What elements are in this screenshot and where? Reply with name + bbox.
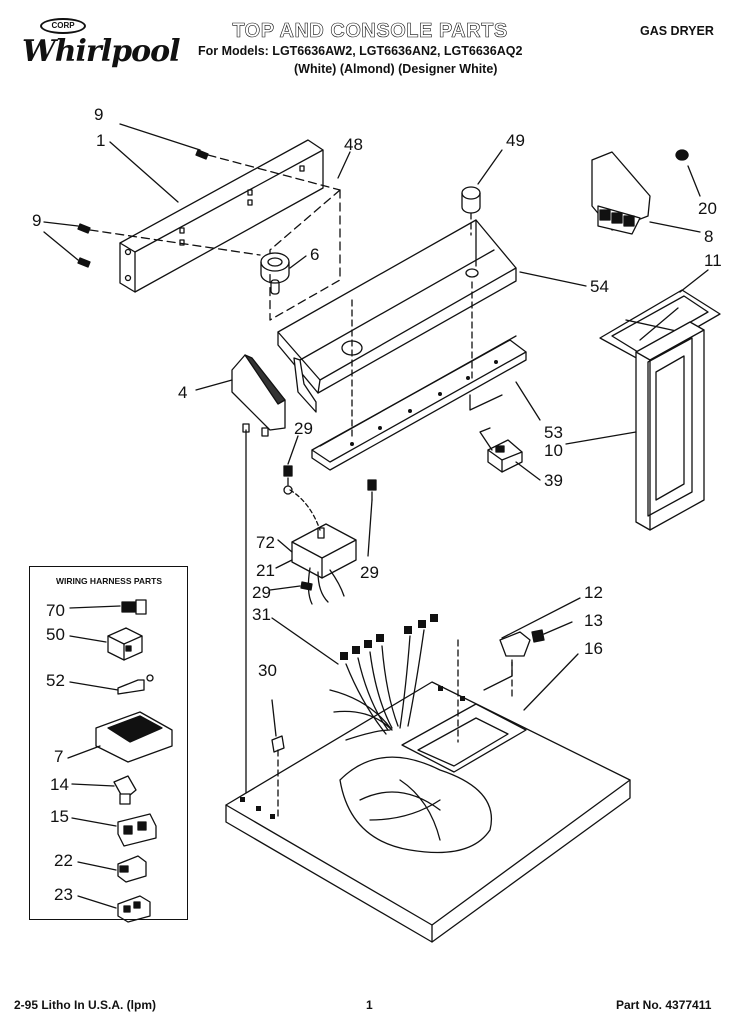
callout-29-left: 29: [252, 583, 271, 602]
callout-53: 53: [544, 423, 563, 442]
callout-15: 15: [50, 807, 69, 826]
callout-10: 10: [544, 441, 563, 460]
switch-part: [480, 428, 522, 472]
callout-8: 8: [704, 227, 714, 246]
callout-11: 11: [704, 251, 722, 270]
console-bracket-part: [312, 282, 526, 470]
callout-9: 9: [94, 105, 104, 124]
bracket-outline: [90, 155, 340, 320]
page-title: TOP AND CONSOLE PARTS: [232, 20, 508, 43]
callout-13: 13: [584, 611, 603, 630]
timer-knob-part: [462, 187, 480, 235]
callout-6: 6: [310, 245, 320, 264]
callout-22: 22: [54, 851, 73, 870]
model-list: For Models: LGT6636AW2, LGT6636AN2, LGT6…: [198, 44, 523, 58]
whirlpool-logo: CORP Whirlpool: [22, 18, 182, 80]
callout-21: 21: [256, 561, 275, 580]
callout-31: 31: [252, 605, 271, 624]
callout-7: 7: [54, 747, 64, 766]
callout-14: 14: [50, 775, 69, 794]
callout-72: 72: [256, 533, 275, 552]
clip-part: [500, 630, 544, 656]
console-panel-part: [278, 220, 516, 412]
part-number: Part No. 4377411: [616, 998, 712, 1012]
screw-part: [78, 150, 208, 267]
callout-50: 50: [46, 625, 65, 644]
callout-9-left: 9: [32, 211, 42, 230]
right-end-cap-part: [592, 150, 688, 234]
callout-20: 20: [698, 199, 717, 218]
callout-29-top: 29: [294, 419, 313, 438]
print-info: 2-95 Litho In U.S.A. (lpm): [14, 998, 157, 1012]
brand-name: Whirlpool: [22, 34, 180, 69]
callout-16: 16: [584, 639, 603, 658]
control-module-part: [290, 490, 356, 604]
brand-mark: CORP: [40, 18, 86, 34]
callout-23: 23: [54, 885, 73, 904]
callout-4: 4: [178, 383, 188, 402]
wiring-harness-part: [330, 614, 491, 853]
dryer-top-part: [226, 640, 630, 942]
callout-30: 30: [258, 661, 277, 680]
callout-39: 39: [544, 471, 563, 490]
wiring-harness-box: [29, 566, 188, 920]
rear-panel-part: [120, 140, 323, 292]
end-cap-part: [232, 355, 285, 800]
callout-52: 52: [46, 671, 65, 690]
callout-48: 48: [344, 135, 363, 154]
lint-screen-part: [636, 322, 704, 530]
callout-70: 70: [46, 601, 65, 620]
wiring-harness-title: WIRING HARNESS PARTS: [55, 576, 163, 586]
clamp-part: [272, 700, 284, 818]
page-number: 1: [366, 998, 373, 1012]
color-variants: (White) (Almond) (Designer White): [294, 62, 498, 76]
screw-part: [284, 466, 376, 590]
callout-49: 49: [506, 131, 525, 150]
callout-12: 12: [584, 583, 603, 602]
control-knob-part: [261, 253, 289, 294]
callout-29-right: 29: [360, 563, 379, 582]
callout-54: 54: [590, 277, 609, 296]
callout-leaders: [44, 124, 708, 710]
callout-1: 1: [96, 131, 106, 150]
appliance-type: GAS DRYER: [640, 24, 714, 38]
harness-connector-parts: [68, 600, 172, 922]
